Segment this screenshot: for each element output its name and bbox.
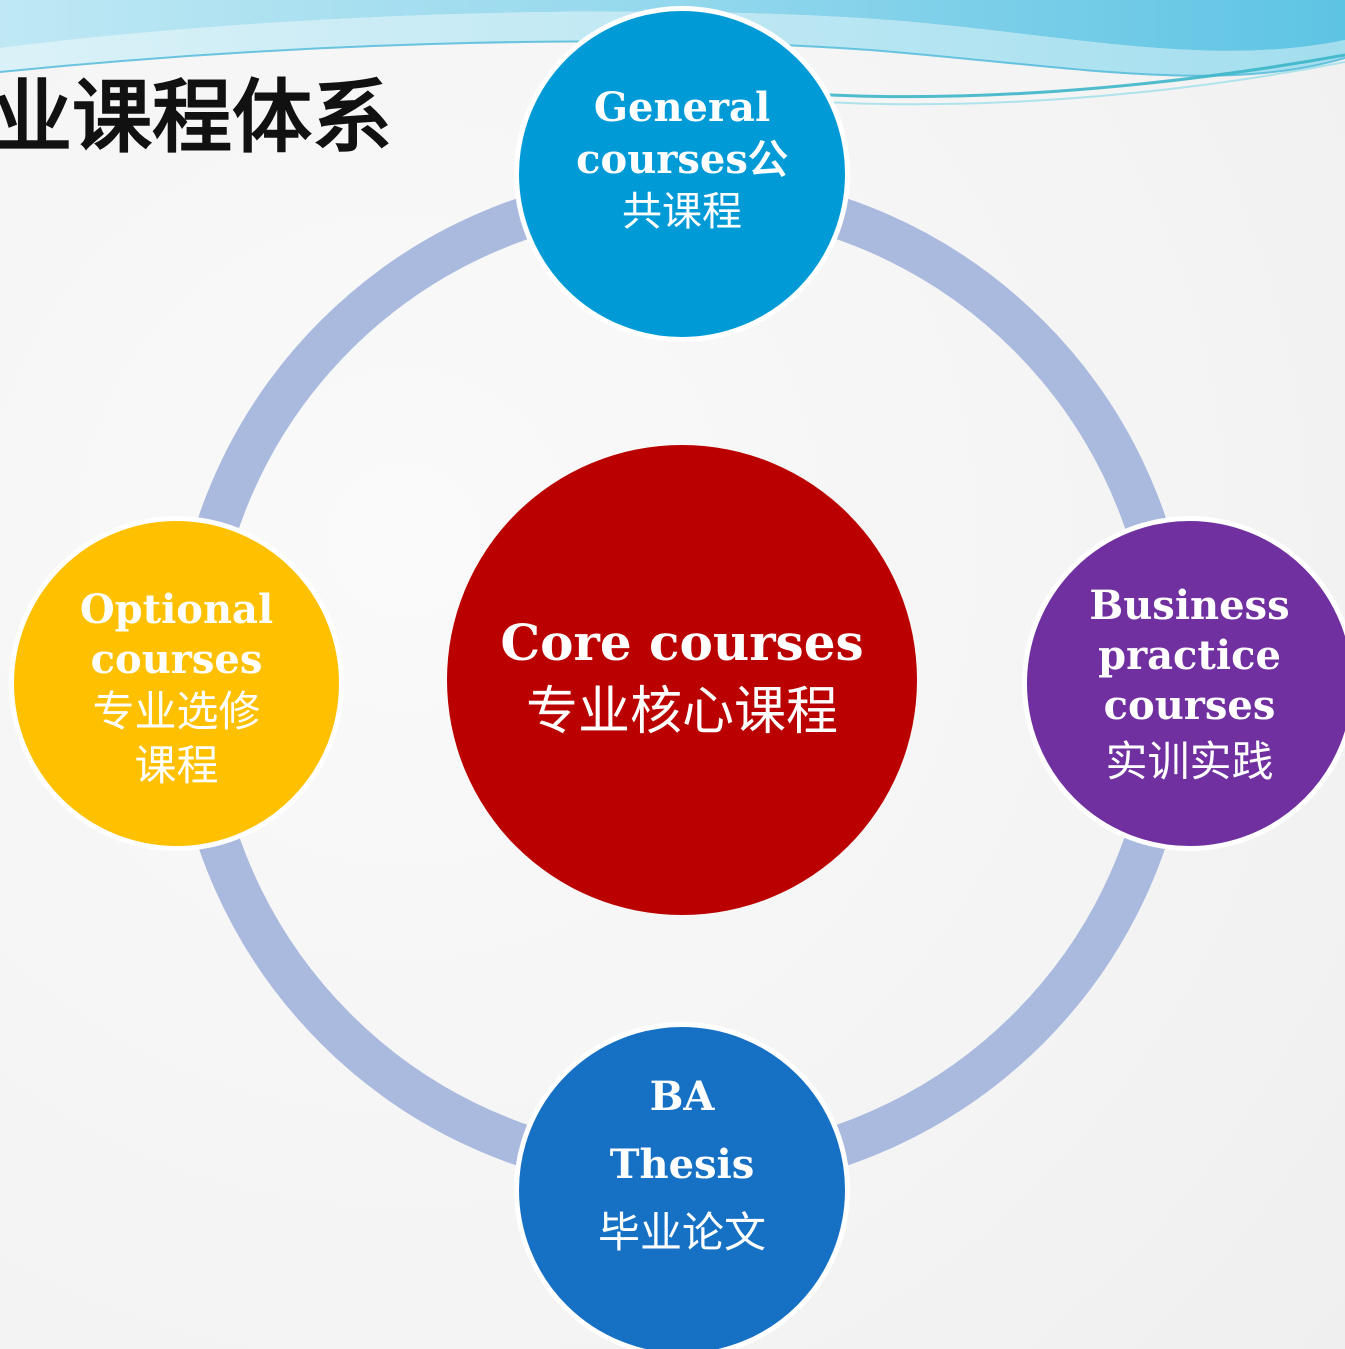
header-wave-decoration [0,0,1345,106]
business-practice-node: Business practice courses 实训实践 [1022,516,1345,851]
optional-courses-en-line1: Optional [79,585,274,633]
core-courses-en: Core courses [500,613,864,672]
ba-thesis-node: BA Thesis 毕业论文 [514,1022,850,1349]
slide-title: 业课程体系 [0,71,392,164]
business-practice-en-line2: practice [1098,631,1281,679]
ba-thesis-en-line1: BA [649,1073,715,1120]
general-courses-en-line2: courses公 [576,136,788,183]
business-practice-en-line1: Business [1089,581,1290,629]
general-courses-node: General courses公 共课程 [514,6,850,342]
business-practice-zh: 实训实践 [1105,736,1274,786]
business-practice-en-line3: courses [1103,681,1276,729]
core-courses-zh: 专业核心课程 [525,682,838,742]
optional-courses-node: Optional courses 专业选修 课程 [9,516,344,851]
ba-thesis-en-line2: Thesis [609,1141,755,1188]
optional-courses-zh-line1: 专业选修 [92,686,261,736]
general-courses-zh: 共课程 [622,189,742,235]
ba-thesis-zh: 毕业论文 [597,1208,766,1257]
optional-courses-zh-line2: 课程 [134,740,219,790]
core-courses-node: Core courses 专业核心课程 [447,445,917,915]
optional-courses-en-line2: courses [90,635,263,683]
general-courses-en-line1: General [593,84,771,131]
